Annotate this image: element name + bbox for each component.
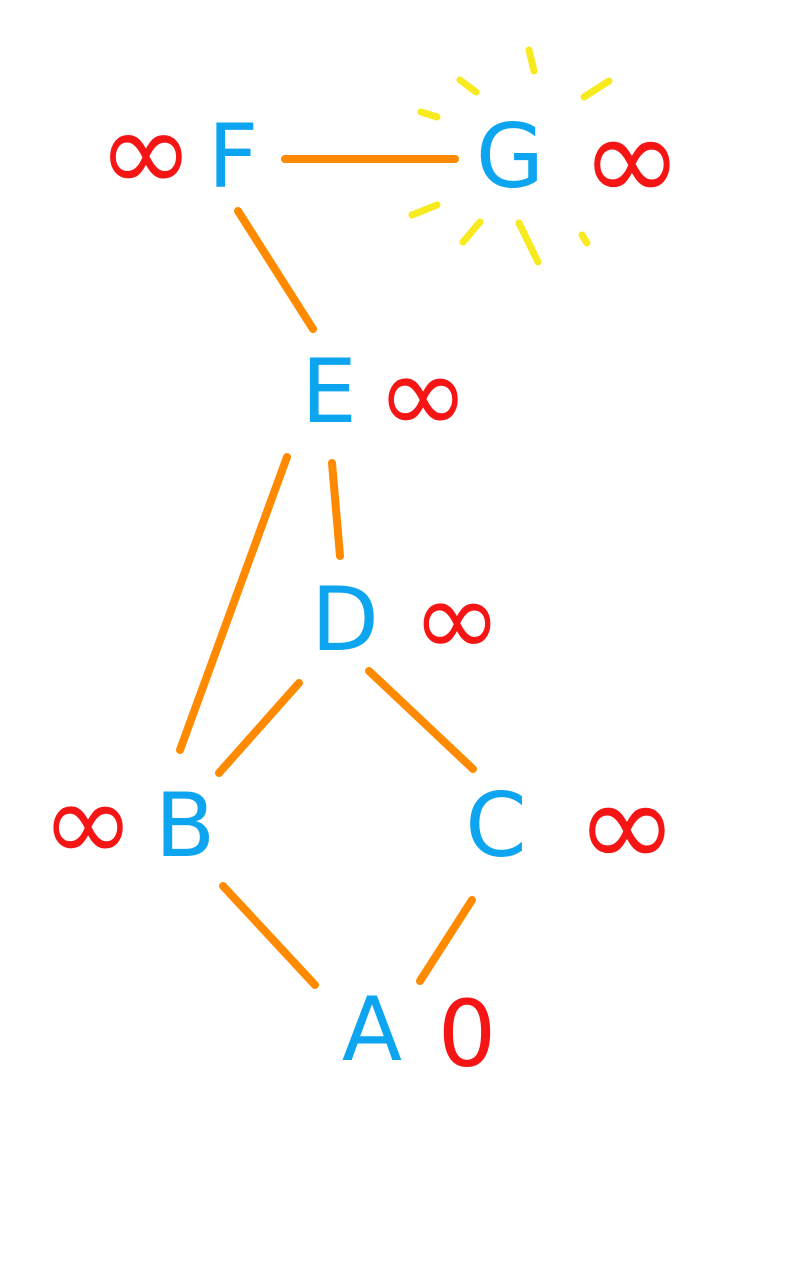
distance-B: ∞: [41, 758, 134, 888]
highlight-ray: [417, 108, 441, 121]
highlight-ray: [580, 77, 613, 101]
highlight-ray: [515, 219, 542, 266]
highlight-ray: [456, 76, 480, 96]
edge-D-C: [365, 667, 477, 773]
distance-D: ∞: [412, 557, 502, 682]
node-C: C: [465, 774, 526, 877]
edge-E-B: [176, 453, 291, 754]
edge-F-E: [234, 207, 317, 333]
highlight-rays-G: [408, 46, 613, 266]
highlight-ray: [459, 218, 484, 246]
edge-E-D: [328, 459, 344, 560]
node-E: E: [301, 340, 357, 443]
edge-D-B: [215, 679, 303, 777]
node-G: G: [476, 105, 544, 208]
node-F: F: [208, 105, 259, 208]
highlight-ray: [578, 231, 591, 247]
distance-A: 0: [438, 980, 497, 1087]
edges-layer: [176, 155, 477, 989]
distance-C: ∞: [576, 754, 678, 896]
highlight-ray: [408, 201, 441, 219]
edge-C-A: [416, 896, 476, 985]
distances-layer: ∞ ∞ ∞ ∞ ∞ ∞ 0: [41, 85, 682, 1088]
edge-B-A: [219, 882, 319, 989]
node-B: B: [155, 774, 215, 877]
node-D: D: [311, 568, 379, 671]
distance-E: ∞: [376, 330, 469, 460]
node-A: A: [342, 978, 402, 1081]
distance-G: ∞: [581, 88, 683, 230]
highlight-ray: [525, 46, 538, 75]
distance-F: ∞: [98, 85, 195, 220]
nodes-layer: F G E D B C A: [155, 105, 544, 1081]
